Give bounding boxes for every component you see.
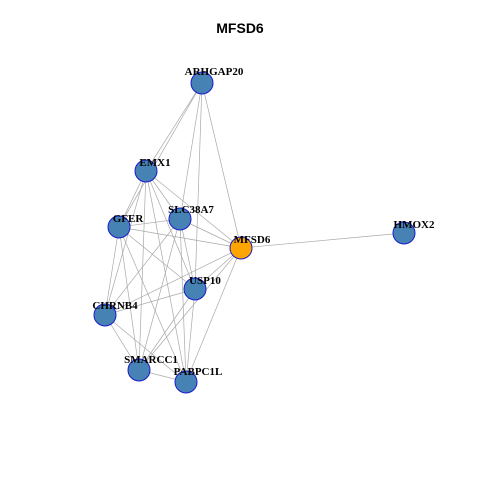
node-layer [93, 71, 416, 394]
edge-mfsd6-smarcc1 [138, 247, 242, 371]
edge-emx1-usp10 [145, 170, 196, 290]
node-usp10[interactable] [183, 277, 207, 301]
node-label-slc38a7: SLC38A7 [168, 204, 214, 216]
edge-slc38a7-chrnb4 [104, 218, 181, 316]
edge-slc38a7-usp10 [179, 218, 196, 290]
node-pabpc1l[interactable] [174, 370, 198, 394]
node-mfsd6[interactable] [229, 236, 253, 260]
node-label-usp10: USP10 [189, 275, 221, 287]
edge-arhgap20-slc38a7 [179, 82, 203, 220]
edge-emx1-chrnb4 [104, 170, 147, 316]
edge-emx1-mfsd6 [145, 170, 242, 249]
node-label-gfer: GFER [113, 213, 145, 225]
edge-gfer-smarcc1 [118, 226, 140, 371]
edge-gfer-chrnb4 [104, 226, 120, 316]
edge-emx1-pabpc1l [145, 170, 187, 383]
node-label-pabpc1l: PABPC1L [174, 366, 223, 378]
node-label-arhgap20: ARHGAP20 [185, 66, 244, 78]
node-smarcc1[interactable] [127, 358, 151, 382]
edge-usp10-pabpc1l [185, 288, 196, 383]
node-arhgap20[interactable] [190, 71, 214, 95]
edge-arhgap20-mfsd6 [201, 82, 242, 249]
edge-usp10-chrnb4 [104, 288, 196, 316]
node-label-emx1: EMX1 [139, 157, 170, 169]
edge-mfsd6-pabpc1l [185, 247, 242, 383]
graph-title: MFSD6 [216, 20, 264, 36]
edge-arhgap20-usp10 [194, 82, 203, 290]
node-label-hmox2: HMOX2 [394, 219, 435, 231]
node-gfer[interactable] [107, 215, 131, 239]
edge-slc38a7-pabpc1l [179, 218, 187, 383]
node-slc38a7[interactable] [168, 207, 192, 231]
edge-gfer-mfsd6 [118, 226, 242, 249]
node-label-chrnb4: CHRNB4 [92, 300, 138, 312]
node-hmox2[interactable] [392, 221, 416, 245]
edge-arhgap20-gfer [118, 82, 203, 228]
node-label-smarcc1: SMARCC1 [124, 354, 178, 366]
edge-gfer-pabpc1l [118, 226, 187, 383]
edge-usp10-smarcc1 [138, 288, 196, 371]
node-emx1[interactable] [134, 159, 158, 183]
node-chrnb4[interactable] [93, 303, 117, 327]
edge-chrnb4-pabpc1l [104, 314, 187, 383]
edge-layer [104, 82, 405, 383]
edge-slc38a7-smarcc1 [138, 218, 181, 371]
edge-arhgap20-emx1 [145, 82, 203, 172]
edge-emx1-smarcc1 [138, 170, 147, 371]
edge-mfsd6-chrnb4 [104, 247, 242, 316]
node-label-mfsd6: MFSD6 [234, 234, 271, 246]
edge-mfsd6-hmox2 [240, 232, 405, 249]
